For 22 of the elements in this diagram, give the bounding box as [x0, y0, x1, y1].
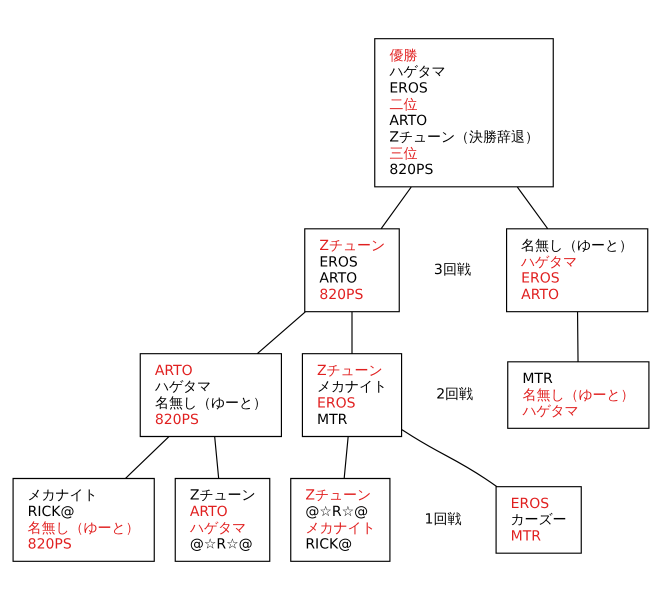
label: 3回戦 [434, 262, 471, 278]
node-box: Zチューン EROS ARTO 820PS [304, 228, 400, 312]
node-box: Zチューン @☆R☆@ メカナイト RICK@ [290, 478, 390, 562]
node-box: メカナイト RICK@ 名無し（ゆーと） 820PS [12, 478, 155, 562]
connector [402, 429, 498, 488]
node-box: 優勝 ハゲタマ EROS 二位 ARTO Zチューン（決勝辞退） 三位 820PS [374, 38, 554, 188]
connector [351, 312, 353, 354]
connector [125, 436, 170, 479]
node-box: MTR 名無し（ゆーと） ハゲタマ [507, 361, 650, 429]
node-box: Zチューン メカナイト EROS MTR [302, 353, 402, 438]
label: 1回戦 [424, 512, 462, 528]
node-box: ARTO ハゲタマ 名無し（ゆーと） 820PS [140, 353, 282, 438]
connector [516, 186, 548, 229]
node-box: Zチューン ARTO ハゲタマ @☆R☆@ [174, 478, 270, 562]
connector [257, 311, 306, 354]
label: 2回戦 [436, 386, 474, 403]
connector [380, 186, 412, 229]
node-box: EROS カーズー MTR [496, 486, 582, 554]
connector [214, 436, 220, 478]
connector [576, 312, 579, 362]
node-box: 名無し（ゆーと） ハゲタマ EROS ARTO [506, 228, 648, 312]
connector [344, 436, 349, 478]
